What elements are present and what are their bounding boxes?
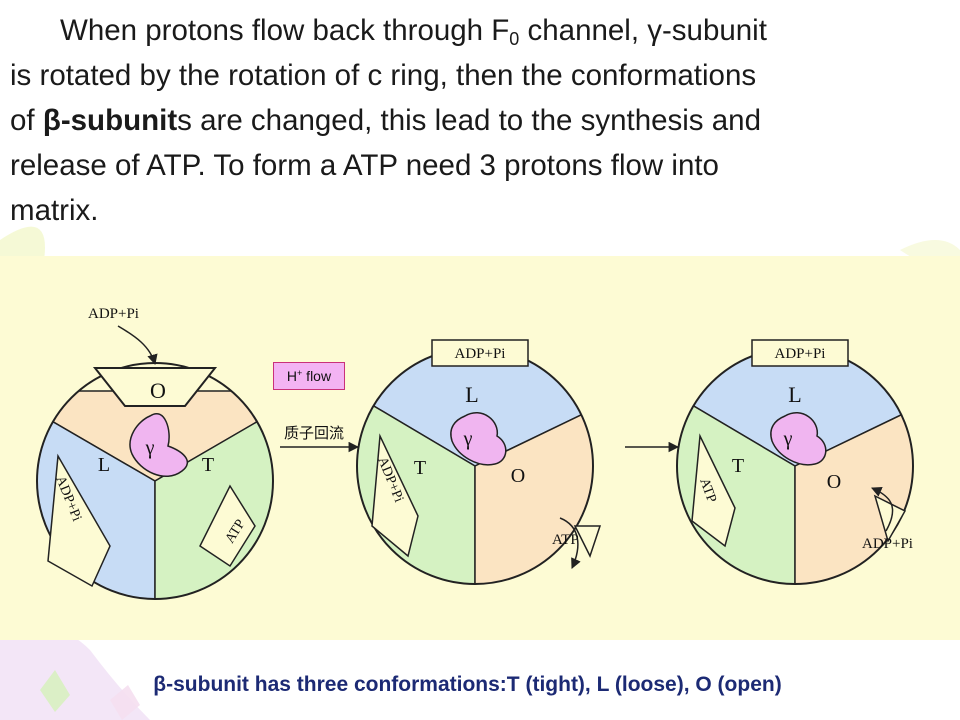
explanation-paragraph: When protons flow back through F0 channe…	[10, 8, 955, 233]
d2-outgoing-arrow	[559, 517, 581, 569]
d3-incoming-label: ADP+Pi	[862, 536, 913, 552]
para-line1-a: When protons flow back through F	[60, 14, 510, 47]
d2-label-l: L	[465, 382, 478, 407]
caption: β-subunit has three conformations:T (tig…	[153, 673, 782, 696]
para-subscript: 0	[509, 29, 520, 49]
d1-label-t: T	[202, 454, 214, 476]
d3-incoming-arrow	[871, 487, 894, 532]
proton-backflow-label: 质子回流	[284, 424, 344, 442]
d2-label-o: O	[511, 465, 525, 487]
diagram-1: γ O L T ADP+Pi ADP+Pi ATP	[36, 306, 274, 600]
d3-label-t: T	[732, 455, 744, 477]
d1-incoming-arrow	[117, 325, 158, 366]
d2-label-t: T	[414, 457, 426, 479]
d3-gamma-shape	[770, 412, 827, 466]
para-line5: matrix.	[10, 194, 99, 227]
d3-gamma-label: γ	[783, 428, 793, 450]
h-flow-main: H	[286, 368, 298, 384]
d1-label-l: L	[98, 454, 110, 476]
h-flow-rest: flow	[302, 368, 332, 384]
diagram-2: γ ADP+Pi L T O ADP+Pi ATP	[356, 339, 602, 585]
d1-label-o: O	[150, 378, 166, 403]
para-line3-b: s are changed, this lead to the synthesi…	[177, 104, 761, 137]
para-line1-b: channel, γ-subunit	[519, 14, 767, 47]
para-line4: release of ATP. To form a ATP need 3 pro…	[10, 149, 719, 182]
d3-top-bound-label: ADP+Pi	[775, 346, 826, 362]
para-bold-term: β-subunit	[42, 104, 178, 137]
d3-label-o: O	[827, 471, 841, 493]
d1-gamma-label: γ	[145, 437, 155, 459]
d2-top-bound-label: ADP+Pi	[455, 346, 506, 362]
d2-gamma-shape	[450, 412, 507, 466]
d1-gamma-shape	[129, 413, 189, 477]
d2-gamma-label: γ	[463, 428, 473, 450]
atp-synthase-diagram: γ O L T ADP+Pi ADP+Pi ATP 质子回流 γ ADP+Pi …	[36, 306, 914, 600]
para-line2: is rotated by the rotation of c ring, th…	[10, 59, 757, 92]
h-flow-box: H+ flow	[273, 362, 345, 390]
para-line3-a: of	[10, 104, 43, 137]
d1-incoming-label: ADP+Pi	[88, 306, 139, 322]
diagram-3: γ ADP+Pi L T O ATP ADP+Pi	[676, 339, 914, 585]
d2-outgoing-label: ATP	[552, 532, 579, 548]
h-flow-sup: +	[297, 368, 303, 378]
d3-label-l: L	[788, 382, 801, 407]
